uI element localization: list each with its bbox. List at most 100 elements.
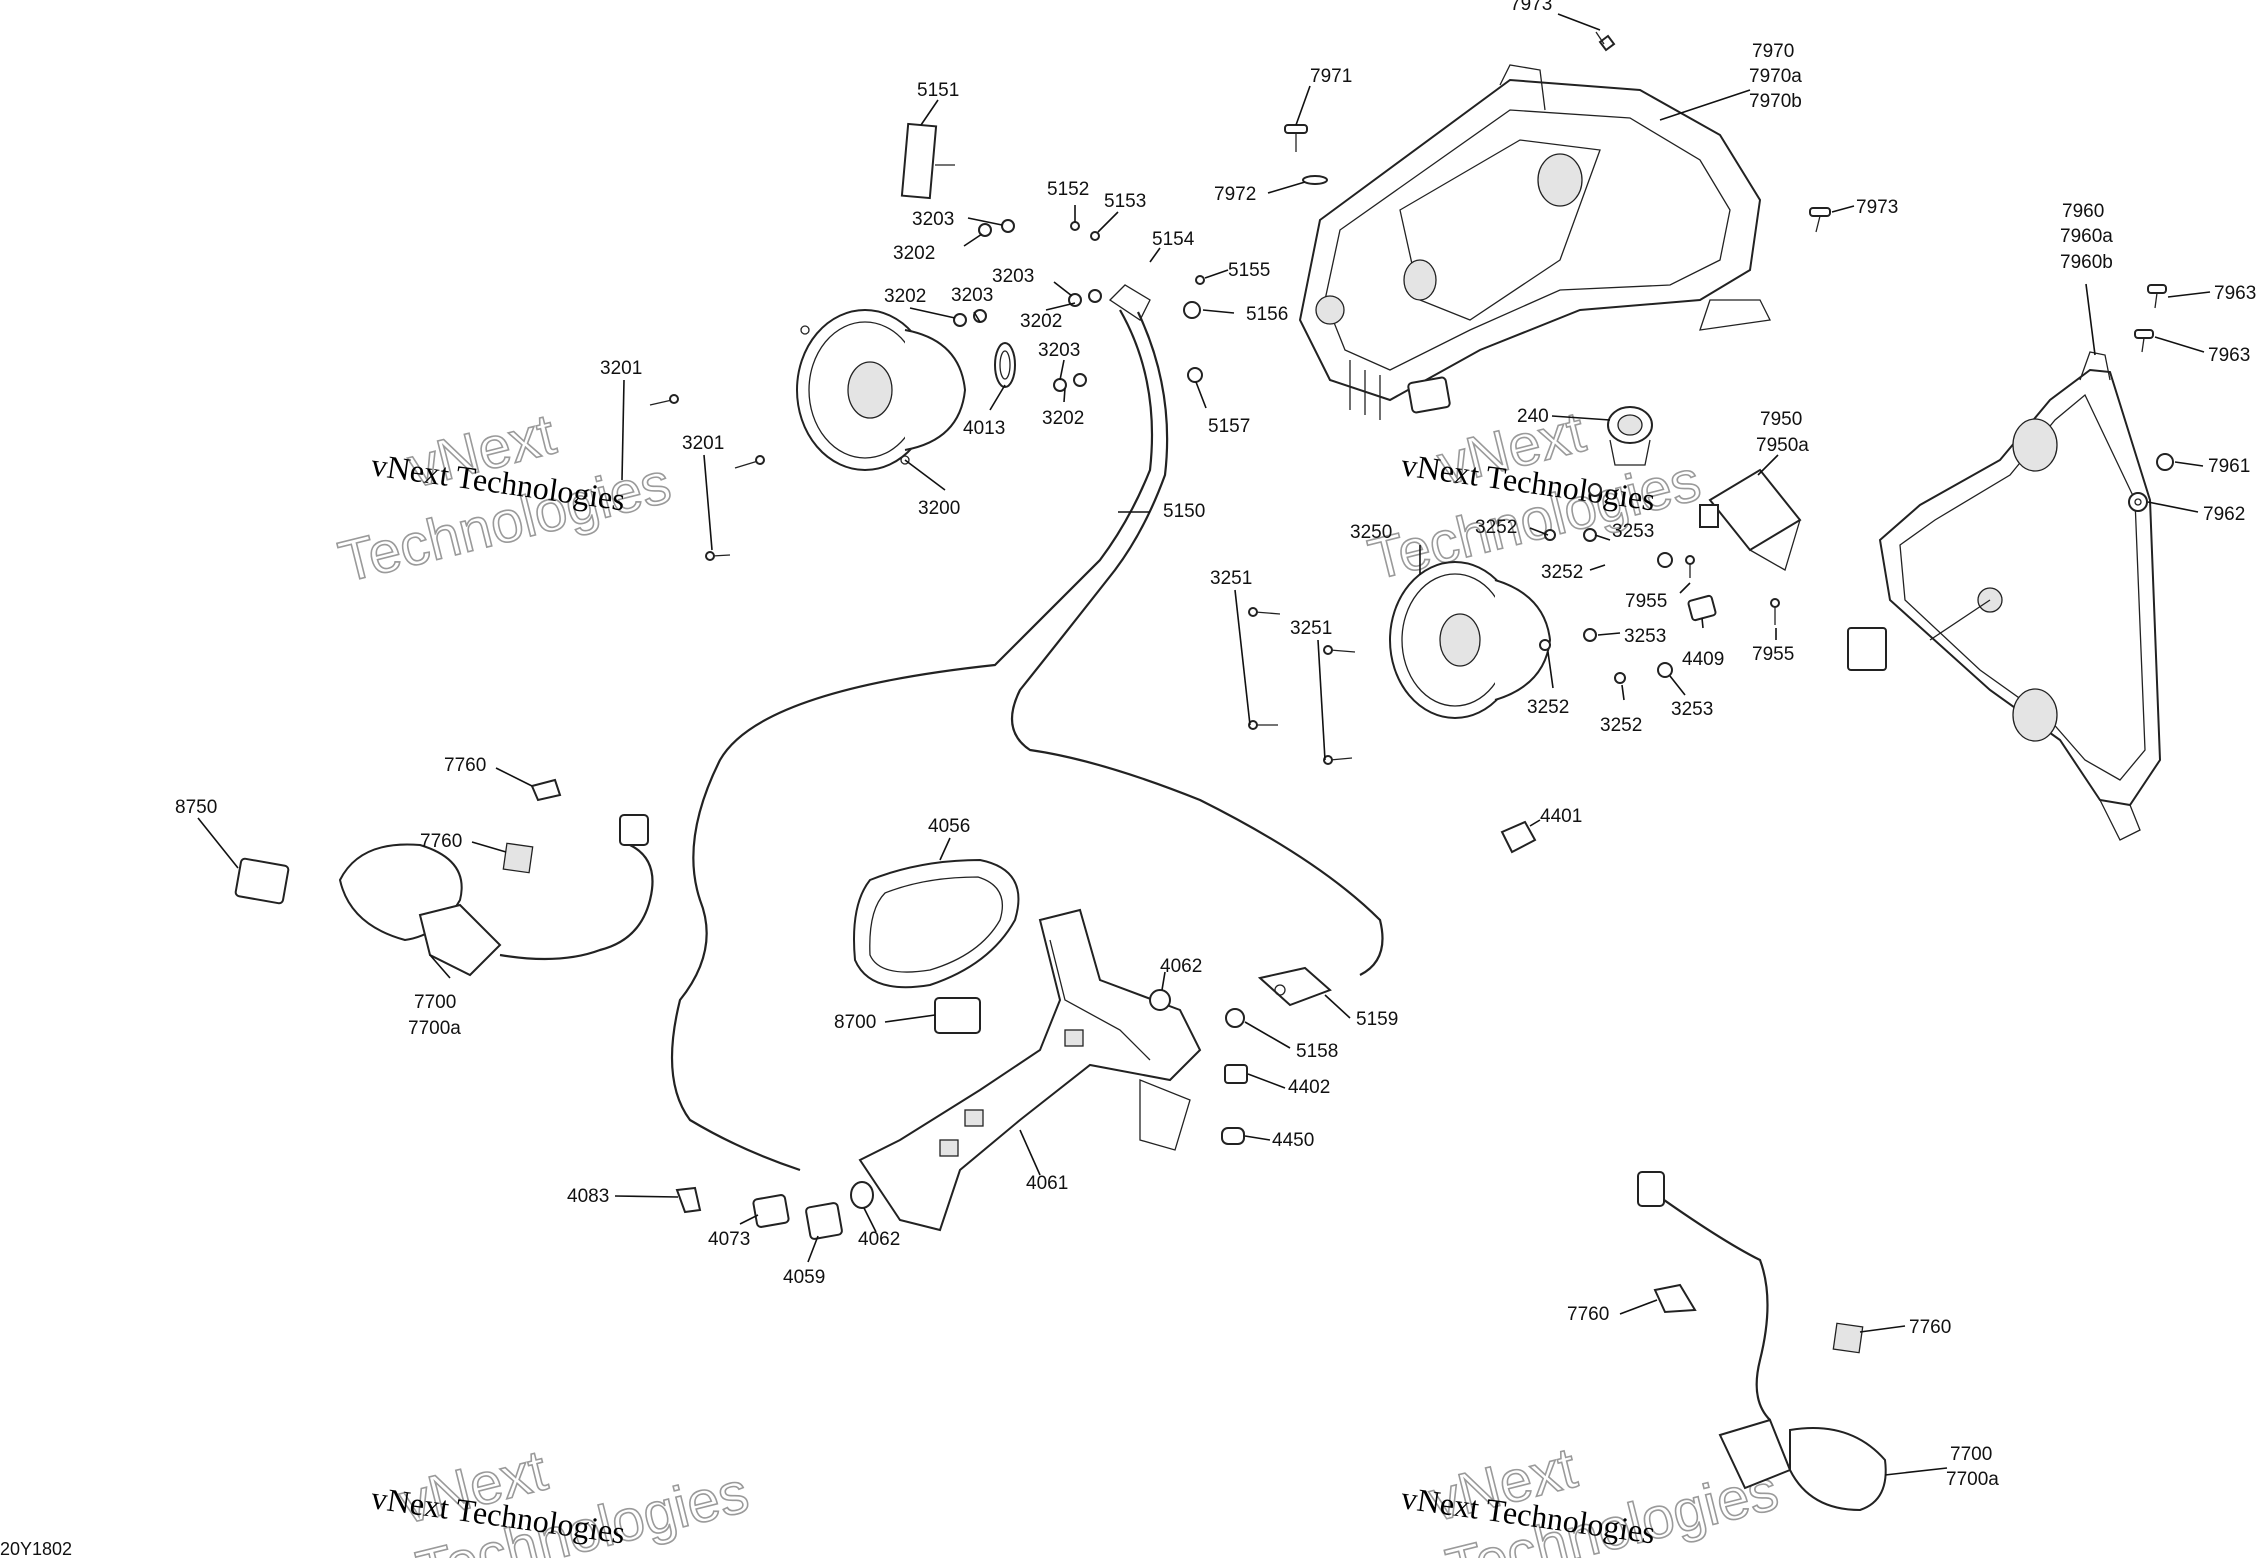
label-7963-b: 7963 [2208, 345, 2250, 366]
bolt-5158 [1225, 1008, 1245, 1028]
label-3202-a: 3202 [893, 243, 935, 264]
label-7955-a: 7955 [1625, 591, 1667, 612]
label-7950: 7950 [1760, 409, 1802, 430]
headlight-housing-7970 [1298, 64, 1771, 420]
label-4450: 4450 [1272, 1130, 1314, 1151]
reflector-7760-left [502, 778, 562, 874]
label-5153: 5153 [1104, 191, 1146, 212]
label-7961: 7961 [2208, 456, 2250, 477]
connector-4402 [1224, 1064, 1248, 1084]
label-8750: 8750 [175, 797, 217, 818]
label-7950a: 7950a [1756, 435, 1809, 456]
label-4061: 4061 [1026, 1173, 1068, 1194]
label-4062-a: 4062 [1160, 956, 1202, 977]
label-5152: 5152 [1047, 179, 1089, 200]
ring-4013 [994, 342, 1016, 388]
bracket-5151 [900, 122, 955, 200]
label-7760-d: 7760 [1909, 1317, 1951, 1338]
label-5159: 5159 [1356, 1009, 1398, 1030]
label-3201-b: 3201 [682, 433, 724, 454]
label-4073: 4073 [708, 1229, 750, 1250]
label-5151: 5151 [917, 80, 959, 101]
bracket-5159 [1257, 966, 1332, 1007]
label-4401: 4401 [1540, 806, 1582, 827]
module-7950 [1699, 468, 1802, 571]
label-5154: 5154 [1152, 229, 1195, 250]
turn-signal-7700-left [234, 814, 654, 977]
label-3203-a: 3203 [912, 209, 954, 230]
label-4083: 4083 [567, 1186, 609, 1207]
label-7972: 7972 [1214, 184, 1256, 205]
screw-7973-right [1809, 207, 1831, 233]
connector-4073 [752, 1194, 790, 1228]
label-5155: 5155 [1228, 260, 1270, 281]
label-3200: 3200 [918, 498, 960, 519]
label-7971: 7971 [1310, 66, 1352, 87]
label-7760-b: 7760 [420, 831, 462, 852]
washer-7962 [2128, 492, 2148, 512]
label-4409: 4409 [1682, 649, 1724, 670]
label-5156: 5156 [1246, 304, 1288, 325]
label-3252-b: 3252 [1541, 562, 1583, 583]
label-7955-b: 7955 [1752, 644, 1794, 665]
label-3253-b: 3253 [1624, 626, 1666, 647]
label-7962: 7962 [2203, 504, 2245, 525]
label-3252-c: 3252 [1527, 697, 1569, 718]
leader-lines [197, 13, 2211, 1476]
label-3251-a: 3251 [1210, 568, 1252, 589]
screw-7973-top [1595, 31, 1616, 52]
label-4402: 4402 [1288, 1077, 1330, 1098]
gasket-4056 [853, 858, 1020, 989]
label-3250: 3250 [1350, 522, 1392, 543]
label-3202-b: 3202 [884, 286, 926, 307]
label-7963-a: 7963 [2214, 283, 2256, 304]
label-7970: 7970 [1752, 41, 1794, 62]
speaker-3200 [796, 309, 967, 471]
fasteners-3252-3253 [1539, 483, 1673, 684]
connector-4409 [1687, 594, 1717, 622]
label-3203-d: 3203 [1038, 340, 1080, 361]
turn-signal-7700-right [1637, 1171, 1887, 1512]
label-4059: 4059 [783, 1267, 825, 1288]
tail-light-7960 [1847, 351, 2162, 841]
clip-7972 [1302, 175, 1328, 185]
label-7960: 7960 [2062, 201, 2104, 222]
label-7973-top: 7973 [1510, 0, 1552, 15]
connector-4450 [1221, 1127, 1245, 1145]
clip-4083 [675, 1186, 702, 1214]
label-3253-a: 3253 [1612, 521, 1654, 542]
screw-7971 [1284, 124, 1308, 152]
nut-7961 [2156, 453, 2174, 471]
label-5150: 5150 [1163, 501, 1205, 522]
watermark-bottom-right: vNext Technologies vNext Technologies [1399, 1434, 1785, 1558]
label-7760-a: 7760 [444, 755, 486, 776]
grommet-4062-lower [850, 1181, 874, 1209]
label-3252-a: 3252 [1475, 517, 1517, 538]
connector-4059 [805, 1202, 843, 1240]
screw-7955 [1685, 555, 1780, 625]
label-7700a-a: 7700a [408, 1018, 461, 1039]
diagram-code: 20Y1802 [0, 1539, 72, 1558]
label-4013: 4013 [963, 418, 1005, 439]
label-7970b: 7970b [1749, 91, 1802, 112]
reflector-7760-right [1653, 1283, 1864, 1354]
label-7700a-b: 7700a [1946, 1469, 1999, 1490]
label-4056: 4056 [928, 816, 970, 837]
fasteners-3202-3203 [953, 219, 1205, 392]
label-4062-b: 4062 [858, 1229, 900, 1250]
label-7973-right: 7973 [1856, 197, 1898, 218]
label-7700-a: 7700 [414, 992, 456, 1013]
label-7960a: 7960a [2060, 226, 2113, 247]
label-8700: 8700 [834, 1012, 876, 1033]
socket-240 [1607, 406, 1653, 466]
speaker-3250 [1389, 561, 1552, 719]
bolts-3201 [649, 394, 765, 561]
label-5158: 5158 [1296, 1041, 1338, 1062]
wiring-harness-5150 [670, 284, 1384, 1172]
label-3201-a: 3201 [600, 358, 642, 379]
connector-8700 [934, 997, 981, 1034]
bracket-4061 [858, 908, 1202, 1232]
label-3253-c: 3253 [1671, 699, 1713, 720]
screws-7963 [2134, 284, 2167, 353]
